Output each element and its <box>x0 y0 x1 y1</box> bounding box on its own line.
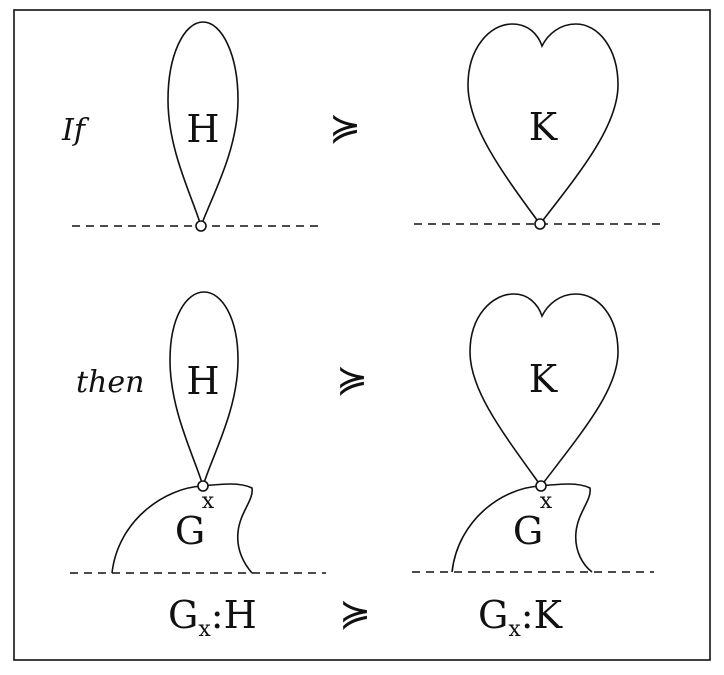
label-g-left: G <box>175 509 205 553</box>
word-if: If <box>61 113 90 148</box>
label-x-right: x <box>540 489 553 514</box>
heart-k-bottom <box>469 293 619 488</box>
heart-k-top <box>467 23 619 226</box>
relation-bottom: ≽ <box>336 357 368 401</box>
label-k-bottom: K <box>529 357 558 401</box>
relation-top: ≽ <box>329 105 361 149</box>
teardrop-h-bottom <box>169 291 239 489</box>
formula-left-suffix: :H <box>211 593 257 637</box>
label-h-top: H <box>186 107 219 151</box>
formula-left: Gx:H <box>168 593 257 642</box>
point-top-left <box>195 220 207 232</box>
formula-right-suffix: :K <box>521 593 563 637</box>
label-x-left: x <box>202 489 215 514</box>
region-g-right <box>451 483 593 573</box>
label-g-right: G <box>513 509 543 553</box>
formula-right-sub: x <box>508 617 521 642</box>
word-then: then <box>76 365 144 400</box>
point-bottom-right <box>535 480 547 492</box>
label-k-top: K <box>529 105 558 149</box>
point-bottom-left <box>197 480 209 492</box>
relation-formula: ≽ <box>339 591 371 635</box>
region-g-left <box>111 483 253 574</box>
formula-left-g: G <box>168 593 198 637</box>
label-h-bottom: H <box>186 359 219 403</box>
teardrop-h-top <box>167 21 239 229</box>
formula-right: Gx:K <box>478 593 563 642</box>
frame <box>13 9 711 661</box>
formula-right-g: G <box>478 593 508 637</box>
formula-left-sub: x <box>198 617 211 642</box>
point-top-right <box>534 218 546 230</box>
